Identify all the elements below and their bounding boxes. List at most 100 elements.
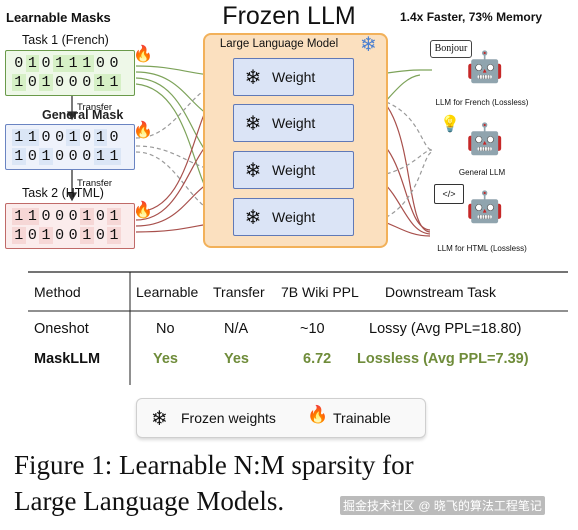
mask-bit: 0 [82,148,92,165]
mask-bit: 0 [95,227,105,244]
mask-bit: 0 [55,74,65,91]
mask-bit: 0 [41,129,51,146]
mask-bit: 0 [27,148,37,165]
mask-bit: 0 [109,129,119,146]
code-window-icon: </> [434,184,464,204]
weight-block-1: ❄ Weight [233,58,354,96]
legend-frozen-label: Frozen weights [181,410,276,426]
mask-bit: 1 [107,208,121,225]
col-header-transfer: Transfer [213,284,265,300]
snowflake-icon: ❄ [151,408,168,430]
col-header-ppl: 7B Wiki PPL [281,284,359,300]
row-maskllm-downstream: Lossless (Avg PPL=7.39) [357,351,529,367]
row-maskllm-transfer: Yes [224,351,249,367]
mask-bit: 1 [12,227,26,244]
col-header-downstream: Downstream Task [385,284,497,300]
mask-bit: 1 [93,129,108,146]
snowflake-icon: ❄ [244,112,262,135]
mask-bit: 1 [39,227,53,244]
mask-bit: 1 [93,148,108,165]
mask-bit: 0 [14,55,24,72]
row-maskllm-learnable: Yes [153,351,178,367]
mask-bit: 1 [79,227,94,244]
general-mask-label: General Mask [42,108,124,122]
mask-bit: 1 [93,74,108,91]
speech-bubble: Bonjour [430,40,472,58]
weight-block-2: ❄ Weight [233,104,354,142]
mask-bit: 0 [109,55,119,72]
row-maskllm-ppl: 6.72 [303,351,332,367]
mask-bit: 0 [55,129,65,146]
mask-bit: 1 [25,208,40,225]
mask-bit: 0 [82,74,92,91]
weight-label: Weight [272,69,316,85]
mask-bit: 0 [41,208,51,225]
mask-bit: 0 [41,55,51,72]
weight-block-4: ❄ Weight [233,198,354,236]
speed-memory-note: 1.4x Faster, 73% Memory [400,10,543,24]
lightbulb-icon: 💡 [440,116,460,133]
mask-bit: 0 [68,208,78,225]
flame-icon: 🔥 [133,122,153,139]
weight-label: Weight [272,162,316,178]
snowflake-icon: ❄ [244,206,262,229]
mask-bit: 1 [39,74,53,91]
robot-icon: 🤖 [466,51,504,84]
mask-bit: 0 [68,227,78,244]
robot-icon: 🤖 [466,123,504,156]
flame-icon: 🔥 [133,202,153,219]
llm-box-title: Large Language Model [219,38,339,50]
snowflake-icon: ❄ [360,34,377,56]
weight-label: Weight [272,209,316,225]
mask-bit: 1 [12,148,26,165]
snowflake-icon: ❄ [244,159,262,182]
mask-bit: 1 [79,208,94,225]
watermark: 掘金技术社区 @ 晓飞的算法工程笔记 [340,496,545,515]
mask-bit: 1 [107,74,121,91]
mask-bit: 1 [12,208,26,225]
mask-bit: 0 [55,227,65,244]
mask-bit: 0 [27,227,37,244]
row-maskllm-method: MaskLLM [34,351,101,367]
mask-bit: 0 [95,55,105,72]
caption-line-2: Large Language Models. [14,486,285,516]
transfer-label-2: Transfer [77,178,113,189]
mask-bit: 1 [25,55,40,72]
row-oneshot-learnable: No [156,321,175,337]
mask-bit: 0 [55,208,65,225]
mask-bit: 1 [39,148,53,165]
legend-trainable-label: Trainable [333,410,391,426]
html-llm-label: LLM for HTML (Lossless) [437,244,527,253]
learnable-masks-heading: Learnable Masks [6,10,111,25]
robot-icon: 🤖 [466,191,504,224]
weight-label: Weight [272,115,316,131]
weight-block-3: ❄ Weight [233,151,354,189]
task1-label: Task 1 (French) [22,33,109,47]
row-oneshot-downstream: Lossy (Avg PPL=18.80) [369,321,522,337]
mask-bit: 1 [12,129,26,146]
mask-bit: 0 [68,74,78,91]
legend: ❄ Frozen weights 🔥 Trainable [136,398,426,438]
row-oneshot-ppl: ~10 [300,321,325,337]
task2-label: Task 2 (HTML) [22,186,104,200]
mask-bit: 1 [25,129,40,146]
mask-bit: 1 [107,148,121,165]
col-header-learnable: Learnable [136,284,199,300]
col-header-method: Method [34,284,81,300]
row-oneshot-transfer: N/A [224,321,249,337]
mask-bit: 0 [82,129,92,146]
caption-line-1: Figure 1: Learnable N:M sparsity for [14,450,414,480]
transfer-label-1: Transfer [77,102,113,113]
row-oneshot-method: Oneshot [34,321,89,337]
mask-bit: 1 [107,227,121,244]
mask-bit: 0 [95,208,105,225]
